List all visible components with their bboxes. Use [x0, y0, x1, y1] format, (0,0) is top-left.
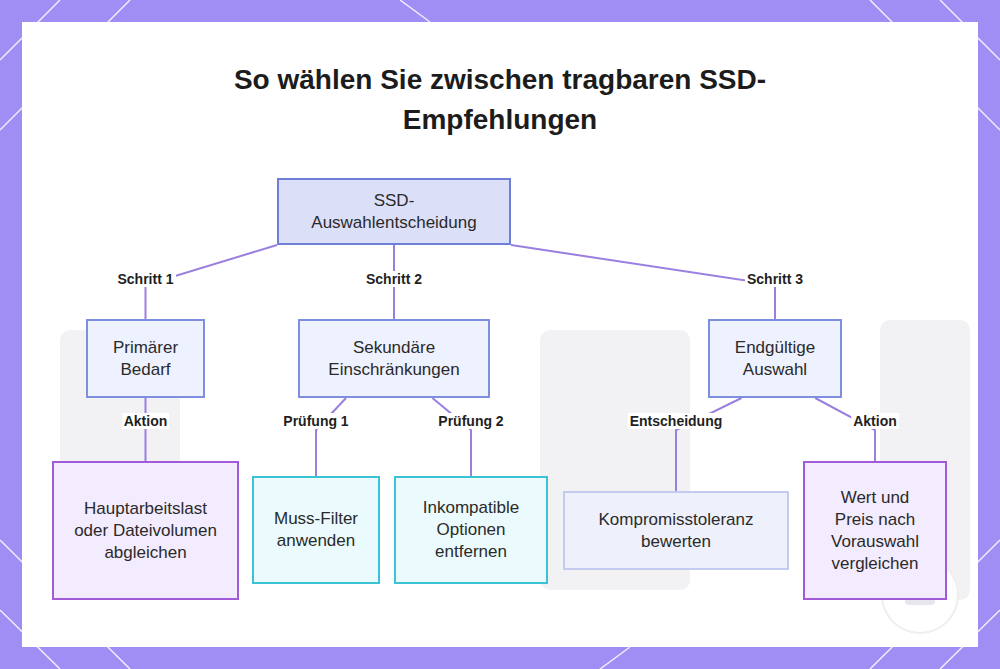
- box-text: Muss-Filter anwenden: [268, 508, 364, 552]
- box-text: Wert und Preis nach Vorauswahl vergleich…: [819, 487, 931, 575]
- box-text: Endgültige Auswahl: [720, 337, 830, 381]
- connector-line: [316, 398, 346, 476]
- box-text: Primärer Bedarf: [96, 337, 195, 381]
- edge-label: Prüfung 1: [281, 413, 350, 429]
- connector-line: [815, 398, 875, 461]
- edge-label: Aktion: [851, 413, 899, 429]
- process-box: Muss-Filter anwenden: [252, 476, 380, 584]
- edge-label: Entscheidung: [628, 413, 725, 429]
- process-box: Hauptarbeitslast oder Dateivolumen abgle…: [52, 461, 239, 600]
- edge-label: Schritt 1: [115, 271, 175, 287]
- connector-line: [432, 398, 471, 476]
- connector-line: [511, 245, 775, 319]
- diagram-title: So wählen Sie zwischen tragbaren SSD-Emp…: [230, 60, 770, 140]
- box-text: Sekundäre Einschränkungen: [310, 337, 478, 381]
- box-text: Hauptarbeitslast oder Dateivolumen abgle…: [66, 498, 225, 564]
- process-box: Kompromisstoleranz bewerten: [563, 491, 789, 570]
- box-text: SSD- Auswahlentscheidung: [299, 190, 489, 234]
- connector-line: [145, 398, 147, 461]
- box-text: Kompromisstoleranz bewerten: [577, 509, 775, 553]
- connector-line: [676, 398, 742, 491]
- process-box: Primärer Bedarf: [86, 319, 205, 398]
- edge-label: Aktion: [122, 413, 170, 429]
- edge-label: Prüfung 2: [436, 413, 505, 429]
- process-box: SSD- Auswahlentscheidung: [277, 178, 511, 245]
- process-box: Endgültige Auswahl: [708, 319, 842, 398]
- process-box: Sekundäre Einschränkungen: [298, 319, 490, 398]
- edge-label: Schritt 2: [364, 271, 424, 287]
- edge-label: Schritt 3: [745, 271, 805, 287]
- process-box: Inkompatible Optionen entfernen: [394, 476, 548, 584]
- process-box: Wert und Preis nach Vorauswahl vergleich…: [803, 461, 947, 600]
- box-text: Inkompatible Optionen entfernen: [408, 497, 534, 563]
